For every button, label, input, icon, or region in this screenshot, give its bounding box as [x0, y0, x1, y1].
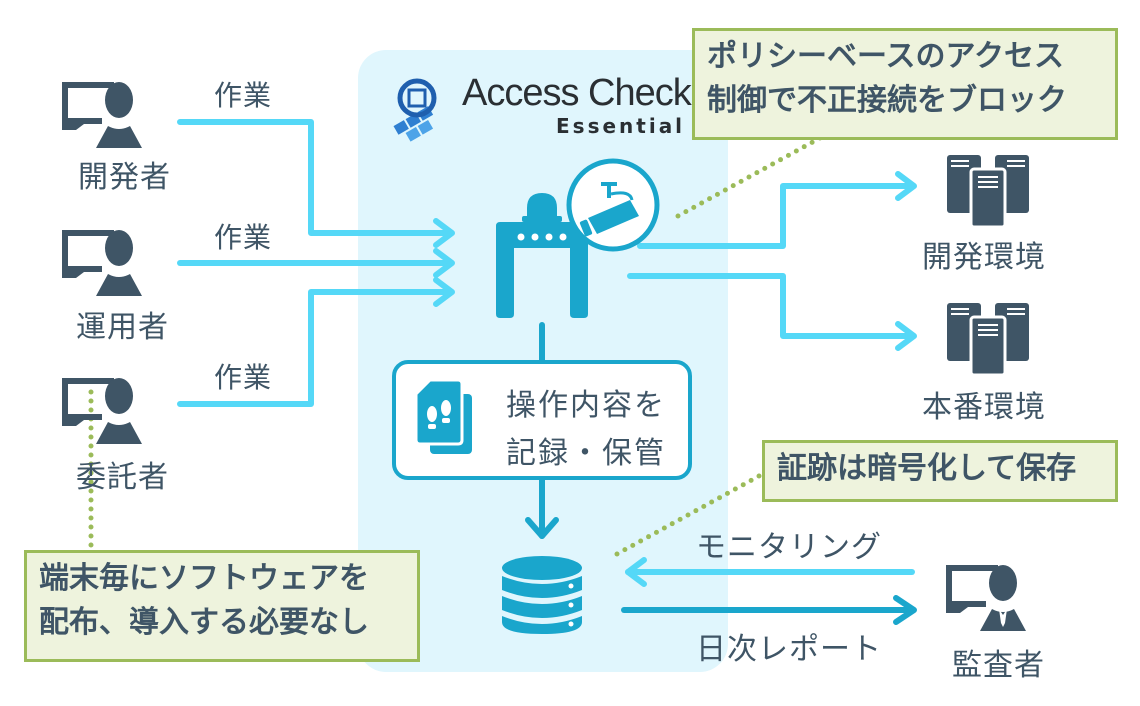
arrowhead-operator [433, 248, 455, 278]
no-install-callout-line2: 配布、導入する必要なし [39, 605, 369, 640]
record-line1: 操作内容を [506, 388, 666, 423]
encryption-callout-text: 証跡は暗号化して保存 [777, 451, 1077, 486]
arrowhead-dev-env [895, 171, 917, 201]
arrowhead-report [893, 595, 917, 625]
contractor-work-label: 作業 [214, 361, 273, 394]
flow-arrow-developer [177, 119, 453, 236]
prod-env-label: 本番環境 [922, 390, 1046, 425]
database-icon [502, 556, 582, 634]
dev-env-server-icon [947, 155, 1029, 229]
daily-report-label: 日次レポート [696, 632, 882, 667]
encryption-callout: 証跡は暗号化して保存 [762, 440, 1118, 502]
footprint-document-icon [416, 380, 472, 454]
policy-callout: ポリシーベースのアクセス 制御で不正接続をブロック [692, 28, 1118, 140]
developer-label: 開発者 [78, 160, 171, 195]
no-install-callout-line1: 端末毎にソフトウェアを [39, 561, 369, 596]
developer-work-label: 作業 [214, 79, 273, 112]
policy-dotted-connector [675, 135, 823, 219]
auditor-label: 監査者 [952, 648, 1045, 683]
security-gate-icon [496, 193, 588, 318]
surveillance-camera-icon [566, 158, 660, 252]
access-check-logo-icon [393, 78, 437, 142]
monitoring-label: モニタリング [696, 530, 882, 565]
policy-callout-line1: ポリシーベースのアクセス [707, 39, 1064, 74]
product-edition: Essential [556, 114, 686, 138]
flow-arrow-contractor [177, 289, 453, 407]
arrowhead-db [525, 517, 559, 539]
prod-env-server-icon [947, 303, 1029, 377]
operator-work-label: 作業 [214, 221, 273, 254]
flow-arrow-dev-env [637, 183, 915, 249]
arrowhead-monitoring [625, 557, 647, 587]
contractor-label: 委託者 [76, 460, 169, 495]
dev-env-label: 開発環境 [922, 240, 1046, 275]
developer-computer-user-icon [62, 82, 142, 148]
arrowhead-developer [433, 218, 455, 248]
flow-arrow-prod-env [627, 273, 915, 339]
policy-callout-line2: 制御で不正接続をブロック [707, 83, 1067, 118]
auditor-computer-user-icon [946, 565, 1026, 631]
arrowhead-prod-env [895, 321, 917, 351]
no-install-callout: 端末毎にソフトウェアを 配布、導入する必要なし [24, 550, 420, 662]
operator-label: 運用者 [76, 310, 169, 345]
contractor-computer-user-icon [62, 378, 142, 444]
operator-computer-user-icon [62, 230, 142, 296]
record-storage-box: 操作内容を 記録・保管 [392, 360, 692, 480]
record-line2: 記録・保管 [506, 436, 666, 471]
product-name: Access Check [462, 72, 692, 114]
arrowhead-contractor [433, 277, 455, 307]
encryption-dotted-connector [614, 467, 773, 557]
